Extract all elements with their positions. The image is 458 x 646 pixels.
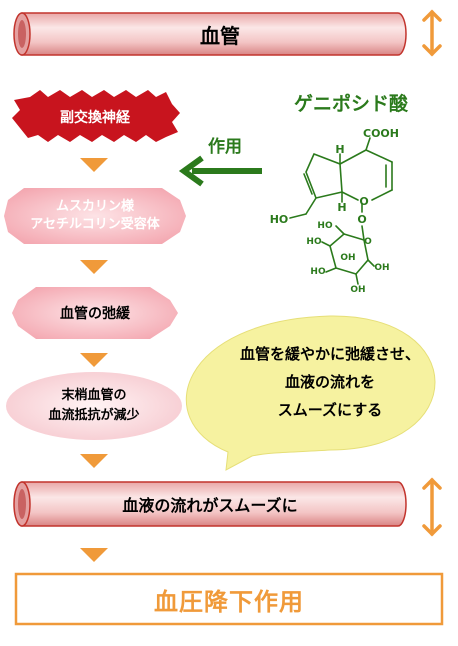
step-1-burst-shape: [12, 90, 180, 142]
chem-ho-side: HO: [269, 212, 289, 226]
step-3-label: 血管の弛緩: [60, 306, 130, 322]
step-2-line1: ムスカリン様: [55, 199, 134, 214]
vessel-bottom-label: 血液の流れがスムーズに: [122, 496, 298, 515]
chem-o-link: O: [357, 212, 367, 226]
chem-sugar-oh3: OH: [350, 285, 366, 295]
chem-sugar-ho1: HO: [317, 221, 333, 231]
chem-sugar-o: O: [364, 237, 372, 247]
vessel-top-label: 血管: [200, 23, 240, 48]
down-arrow-1-icon: [80, 158, 108, 172]
speech-text: 血管を緩やかに弛緩させ、 血液の流れを スムーズにする: [210, 334, 450, 430]
speech-bubble-shape: [185, 315, 436, 471]
down-arrow-4-icon: [80, 454, 108, 468]
step-4-label: 末梢血管の 血流抵抗が減少: [14, 384, 174, 428]
action-label: 作用: [208, 136, 242, 157]
chem-sugar-ho3: HO: [310, 267, 326, 277]
step-4-shape: [6, 372, 182, 440]
step-4-line1: 末梢血管の: [61, 388, 127, 403]
step-2-line2: アセチルコリン受容体: [30, 217, 160, 232]
speech-line3: スムーズにする: [277, 401, 383, 419]
vertical-double-arrow-top-icon: [422, 9, 442, 57]
down-arrow-3-icon: [80, 353, 108, 367]
vessel-top-tube: [13, 12, 407, 56]
step-4-line2: 血流抵抗が減少: [48, 408, 140, 423]
down-arrow-5-icon: [80, 548, 108, 562]
step-2-label: ムスカリン様 アセチルコリン受容体: [10, 194, 180, 238]
vertical-double-arrow-bottom-icon: [422, 477, 442, 537]
speech-line1: 血管を緩やかに弛緩させ、: [239, 345, 420, 363]
down-arrow-2-icon: [80, 260, 108, 274]
result-box: [14, 572, 444, 626]
step-1-label: 副交換神経: [60, 110, 130, 126]
result-label: 血圧降下作用: [154, 587, 304, 616]
step-3-shape: [12, 287, 178, 339]
chem-sugar-oh2: OH: [374, 263, 390, 273]
chem-sugar-oh1: OH: [340, 253, 356, 263]
action-arrow-icon: [178, 155, 262, 187]
chem-cooh: COOH: [363, 126, 399, 140]
step-2-shape: [4, 188, 186, 244]
compound-name: ゲニポシド酸: [293, 92, 408, 115]
speech-line2: 血液の流れを: [284, 373, 375, 391]
chem-h-top: H: [335, 142, 345, 156]
genipin-acid-structure: [289, 137, 393, 285]
chem-sugar-ho2: HO: [306, 237, 322, 247]
vessel-bottom-tube: [13, 481, 407, 527]
chem-h-bottom: H: [337, 200, 347, 214]
chem-o-ring: O: [359, 194, 369, 208]
